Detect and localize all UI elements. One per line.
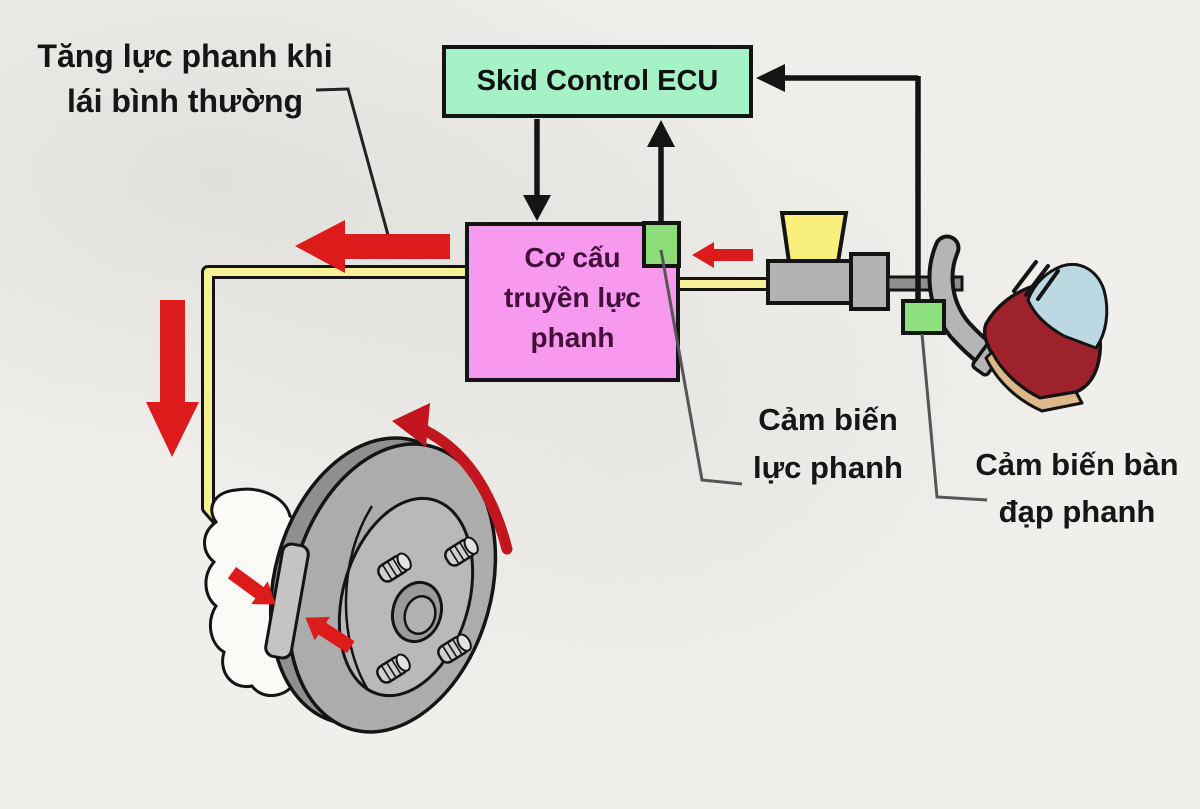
motion-lines — [1012, 260, 1060, 301]
leader-line-normal-braking — [315, 87, 393, 247]
wheel-stud — [437, 633, 472, 664]
flow-arrow-down — [146, 300, 199, 457]
caption-line: Tăng lực phanh khi — [37, 38, 333, 74]
pedal-stroke-sensor-chip — [901, 299, 946, 335]
sensor-flow-arrow — [692, 242, 753, 268]
force-sensor-caption: Cảm biến lực phanh — [722, 396, 934, 492]
brake-pad — [264, 542, 310, 660]
flow-arrow-left — [295, 220, 450, 273]
skid-control-ecu-box: Skid Control ECU — [442, 45, 753, 118]
pedal-sensor-to-ecu-line — [783, 75, 921, 303]
pad-press-arrow — [227, 567, 276, 605]
caption-line: lực phanh — [753, 450, 903, 485]
arrowhead-up — [647, 120, 675, 147]
ecu-label: Skid Control ECU — [476, 65, 719, 97]
pad-press-arrow — [305, 616, 355, 654]
wheel-stud — [444, 536, 479, 567]
actuator-label-line: Cơ cấu — [524, 242, 621, 273]
hub-contour-line — [344, 505, 374, 691]
caption-line: đạp phanh — [998, 494, 1156, 529]
caption-line: Cảm biến bàn — [975, 447, 1179, 482]
arrowhead-down — [523, 195, 551, 221]
actuator-label-line: truyền lực — [504, 282, 641, 313]
actuator-label-line: phanh — [530, 322, 615, 353]
brake-disc — [268, 436, 498, 734]
caption-line: lái bình thường — [66, 83, 304, 119]
shoe-sole — [984, 350, 1084, 413]
brake-actuator-box: Cơ cấu truyền lực phanh — [465, 222, 680, 382]
normal-braking-caption: Tăng lực phanh khi lái bình thường — [30, 34, 340, 124]
wheel-stud — [377, 552, 412, 583]
rotation-arrow — [392, 403, 513, 555]
arrowhead-left — [756, 64, 785, 92]
leader-line-force-sensor — [659, 249, 743, 486]
master-cylinder — [766, 211, 964, 311]
leader-line-pedal-sensor — [920, 333, 988, 502]
pedal-sensor-caption: Cảm biến bàn đạp phanh — [952, 441, 1200, 535]
wheel-stud — [376, 653, 411, 684]
caption-line: Cảm biến — [758, 402, 898, 437]
